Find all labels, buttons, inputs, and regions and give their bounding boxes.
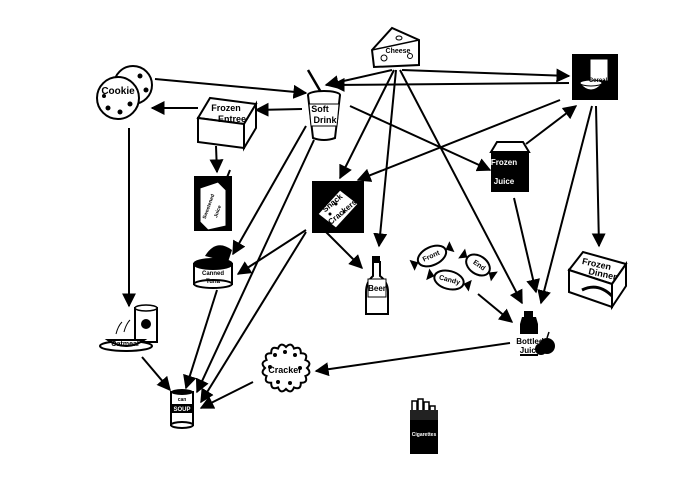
edge-front-end-candy-to-bottled-juice: [477, 293, 514, 323]
node-bottled-juice[interactable]: Bottled Juice: [516, 311, 555, 356]
soup-label-2: SOUP: [173, 407, 190, 413]
node-frozen-dinner[interactable]: Frozen Dinner: [567, 250, 628, 311]
cracker-icon: [261, 343, 311, 393]
edge-cheese-to-beer: [373, 69, 397, 248]
edge-frozen-juice-to-cereal: [525, 105, 578, 145]
cigarettes-label: Cigarettes: [412, 432, 437, 438]
canned-tuna-label-1: Canned: [202, 271, 224, 277]
edge-bottled-juice-to-cracker: [314, 342, 511, 377]
frozen-entree-label-1: Frozen: [211, 103, 241, 113]
frozen-juice-label-2: Juice: [494, 177, 515, 186]
cracker-label: Cracker: [268, 365, 302, 375]
edge-cereal-to-snack-crackers: [356, 99, 561, 182]
node-cracker[interactable]: Cracker: [261, 343, 311, 393]
edge-snack-crackers-to-beer: [325, 231, 363, 269]
beer-bottle-icon: [365, 256, 389, 315]
edge-oatmeal-to-soup: [141, 356, 171, 392]
edge-cheese-to-cereal: [401, 68, 571, 83]
node-oatmeal[interactable]: Oatmeal: [99, 304, 158, 352]
bottled-juice-label-2: Juice: [520, 346, 541, 355]
node-cigarettes[interactable]: Cigarettes: [410, 398, 438, 454]
edge-soft-drink-to-canned-tuna: [232, 125, 307, 256]
edge-layer: [122, 68, 606, 409]
node-beer[interactable]: Beer: [365, 256, 389, 315]
edge-cheese-to-snack-crackers: [339, 69, 395, 180]
sweetened-juice-label-2: Juice: [213, 204, 223, 218]
node-soup[interactable]: can SOUP: [170, 389, 194, 429]
tuna-can-icon: [193, 245, 233, 289]
edge-cereal-to-frozen-dinner: [591, 105, 606, 248]
edge-snack-crackers-to-soup: [200, 231, 307, 404]
cigarettes-icon: [410, 398, 438, 454]
edge-cheese-to-bottled-juice: [399, 69, 523, 305]
bottled-juice-label-1: Bottled: [516, 337, 544, 346]
cereal-icon: [572, 54, 618, 100]
frozen-entree-box-icon: [196, 96, 258, 152]
edge-frozen-entree-to-sweetened-juice: [209, 145, 224, 174]
frozen-entree-label-2: Entree: [218, 114, 246, 124]
soft-drink-cup-icon: [306, 69, 341, 141]
cookie-label: Cookie: [101, 86, 135, 97]
beer-label: Beer: [368, 284, 386, 293]
candy-icon: [409, 241, 498, 292]
edge-snack-crackers-to-canned-tuna: [236, 229, 307, 275]
cereal-label: Cereal: [589, 78, 608, 84]
snack-crackers-icon: [312, 181, 364, 233]
node-canned-tuna[interactable]: Canned Tuna: [193, 245, 233, 289]
soup-can-icon: [170, 389, 194, 429]
frozen-dinner-box-icon: [567, 250, 628, 311]
edge-soft-drink-to-soup: [195, 139, 315, 394]
cookie-icon: [96, 65, 153, 120]
edge-soft-drink-to-frozen-entree: [254, 102, 303, 117]
node-cheese[interactable]: Cheese: [370, 26, 420, 69]
edge-canned-tuna-to-soup: [183, 289, 218, 390]
node-cookie[interactable]: Cookie: [96, 65, 153, 120]
node-frozen-entree[interactable]: Frozen Entree: [196, 96, 258, 152]
edge-soft-drink-to-frozen-juice: [349, 105, 492, 172]
soft-drink-label-2: Drink: [313, 115, 337, 125]
canned-tuna-label-2: Tuna: [206, 279, 221, 285]
edge-cereal-to-soft-drink: [330, 77, 570, 92]
juice-box-icon: [194, 169, 232, 231]
bottled-juice-icon: [518, 311, 555, 356]
soup-label-1: can: [178, 397, 187, 403]
edge-cereal-to-bottled-juice: [537, 105, 593, 305]
cheese-icon: [370, 26, 420, 69]
soft-drink-label-1: Soft: [311, 104, 329, 114]
node-front-end-candy[interactable]: Front End Candy: [408, 239, 499, 295]
cheese-label: Cheese: [386, 48, 411, 55]
node-cereal[interactable]: Cereal: [572, 54, 618, 100]
edge-cheese-to-soft-drink: [324, 69, 393, 90]
edge-frozen-juice-to-bottled-juice: [513, 197, 540, 294]
edge-cookie-to-soft-drink: [154, 78, 308, 99]
node-snack-crackers[interactable]: Snack Crackers: [312, 181, 364, 233]
oatmeal-label: Oatmeal: [111, 341, 139, 348]
node-frozen-juice[interactable]: Frozen Juice: [489, 141, 531, 192]
frozen-juice-carton-icon: [489, 141, 531, 192]
frozen-juice-label-1: Frozen: [491, 158, 517, 167]
edge-cracker-to-soup: [199, 381, 254, 409]
oatmeal-icon: [99, 304, 158, 352]
node-soft-drink[interactable]: Soft Drink: [306, 69, 341, 141]
node-sweetened-juice[interactable]: Sweetened Juice: [194, 169, 232, 231]
